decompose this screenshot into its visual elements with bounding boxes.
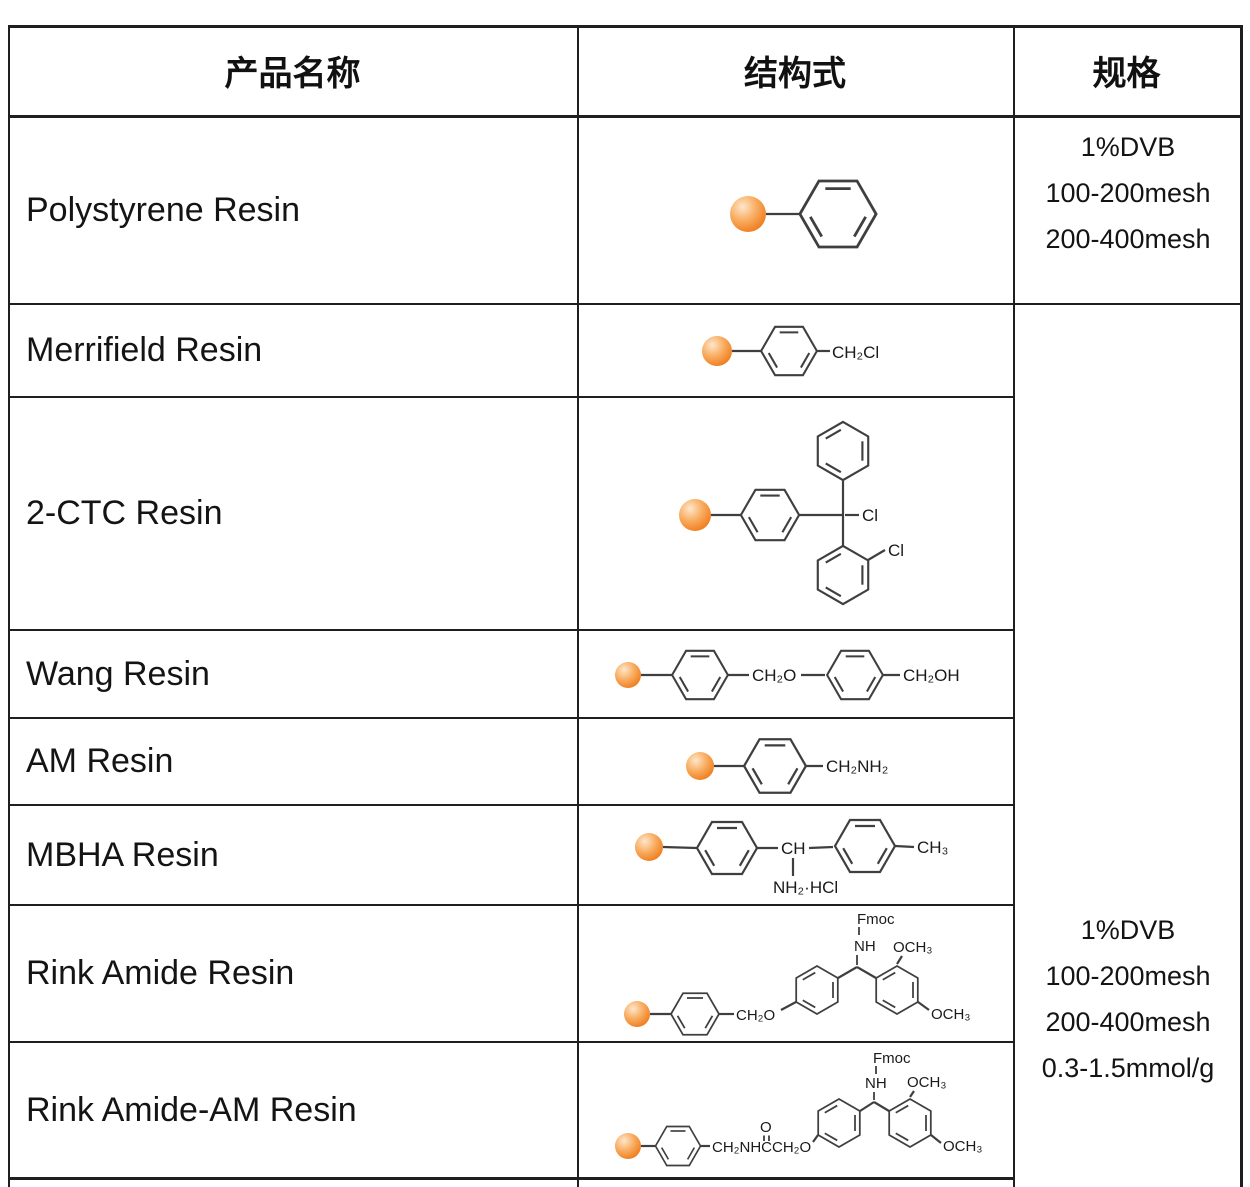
- spec-polystyrene: 1%DVB 100-200mesh 200-400mesh: [1015, 124, 1241, 262]
- table-border-line: [8, 115, 1243, 118]
- benzene-ring: [795, 965, 839, 1015]
- product-name-polystyrene: Polystyrene Resin: [26, 190, 301, 229]
- benzene-ring: [739, 488, 801, 542]
- structure-polystyrene: [730, 179, 878, 249]
- formula-label: CH₂NH₂: [826, 757, 888, 776]
- benzene-ring: [670, 992, 720, 1036]
- polymer-bead-icon: [635, 833, 663, 861]
- chlorine-label: Cl: [862, 506, 878, 525]
- fmoc-label: Fmoc: [873, 1050, 911, 1067]
- formula-label: OCH₃: [931, 1006, 970, 1023]
- structure-am: CH₂NH₂: [686, 738, 888, 794]
- benzene-ring: [833, 818, 897, 874]
- benzene-ring: [654, 1125, 702, 1167]
- table-border-line: [8, 396, 1015, 398]
- benzene-ring: [695, 820, 759, 876]
- benzene-ring: [888, 1098, 932, 1148]
- formula-label: CH₂O: [752, 666, 796, 685]
- product-name-mbha: MBHA Resin: [26, 835, 219, 874]
- formula-label: CH₂OH: [903, 666, 960, 685]
- table-border-line: [577, 25, 579, 1187]
- polymer-bead-icon: [702, 336, 732, 366]
- header-product-name: 产品名称: [224, 54, 361, 93]
- formula-label: OCH₃: [893, 939, 932, 956]
- product-name-am: AM Resin: [26, 742, 174, 780]
- benzene-ring: [742, 738, 808, 794]
- benzene-ring: [875, 965, 919, 1015]
- polymer-bead-icon: [615, 662, 641, 688]
- table-border-line: [8, 629, 1015, 631]
- fmoc-label: Fmoc: [857, 911, 895, 928]
- formula-label: OCH₃: [943, 1138, 982, 1155]
- spec-merged: 1%DVB 100-200mesh 200-400mesh 0.3-1.5mmo…: [1015, 907, 1241, 1091]
- polymer-bead-icon: [730, 196, 766, 232]
- benzene-ring: [826, 649, 884, 701]
- carbonyl-oxygen-label: O: [760, 1119, 772, 1136]
- polymer-bead-icon: [615, 1133, 641, 1159]
- table-border-line: [8, 1041, 1015, 1043]
- formula-label: NH₂·HCl: [773, 878, 838, 897]
- polymer-bead-icon: [686, 752, 714, 780]
- table-border-line: [8, 25, 10, 1187]
- structure-mbha: CH NH₂·HCl CH₃: [635, 818, 948, 897]
- benzene-ring: [816, 420, 870, 482]
- formula-label: CH₂NHCCH₂O: [712, 1139, 811, 1156]
- structure-rink-amide: CH₂O NH Fmoc OCH₃ OCH₃: [624, 911, 970, 1036]
- product-name-rink-amide: Rink Amide Resin: [26, 954, 295, 992]
- product-name-2ctc: 2-CTC Resin: [26, 494, 223, 532]
- benzene-ring: [798, 179, 878, 249]
- chlorine-label: Cl: [888, 541, 904, 560]
- benzene-ring: [760, 325, 818, 377]
- structure-merrifield: CH₂Cl: [702, 325, 879, 377]
- spec-line: 100-200mesh: [1045, 961, 1211, 991]
- spec-line: 1%DVB: [1080, 915, 1176, 945]
- structure-2ctc: Cl Cl: [679, 420, 904, 606]
- formula-label: NH: [865, 1075, 887, 1092]
- table-border-line: [8, 303, 1243, 305]
- structure-rink-amide-am: CH₂NHCCH₂O O NH Fmoc OCH₃ OCH₃: [615, 1050, 982, 1167]
- spec-line: 100-200mesh: [1045, 178, 1211, 208]
- product-name-merrifield: Merrifield Resin: [26, 331, 263, 369]
- table-border-line: [1013, 25, 1015, 1187]
- table-border-line: [1240, 25, 1243, 1187]
- formula-label: OCH₃: [907, 1074, 946, 1091]
- spec-line: 200-400mesh: [1045, 224, 1211, 254]
- formula-label: CH₃: [917, 838, 948, 857]
- table-border-line: [8, 904, 1015, 906]
- benzene-ring: [816, 544, 870, 606]
- formula-label: CH₂O: [736, 1007, 775, 1024]
- benzene-ring: [817, 1098, 861, 1148]
- structure-wang: CH₂O CH₂OH: [615, 649, 960, 701]
- header-structure: 结构式: [744, 54, 846, 93]
- product-name-wang: Wang Resin: [26, 654, 210, 693]
- product-name-rink-amide-am: Rink Amide-AM Resin: [26, 1090, 357, 1129]
- table-border-line: [8, 804, 1015, 806]
- benzene-ring: [671, 649, 729, 701]
- formula-label: NH: [854, 938, 876, 955]
- spec-line: 200-400mesh: [1045, 1007, 1211, 1037]
- spec-line: 0.3-1.5mmol/g: [1041, 1053, 1215, 1083]
- table-border-line: [8, 717, 1015, 719]
- polymer-bead-icon: [679, 499, 711, 531]
- table-border-line: [8, 1177, 1015, 1180]
- formula-label: CH₂Cl: [832, 343, 879, 362]
- table-border-line: [8, 25, 1243, 28]
- polymer-bead-icon: [624, 1001, 650, 1027]
- spec-line: 1%DVB: [1080, 132, 1176, 162]
- header-specification: 规格: [1092, 54, 1161, 93]
- formula-label: CH: [781, 839, 806, 858]
